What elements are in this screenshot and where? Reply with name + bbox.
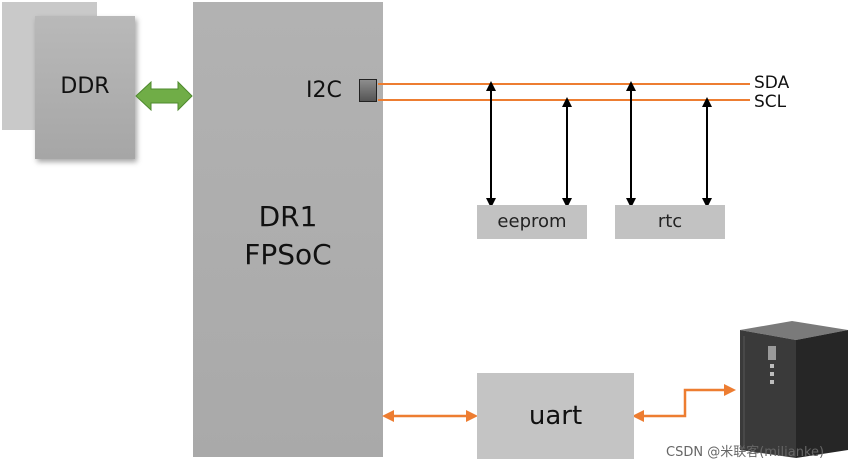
soc-label-line2: FPSoC xyxy=(244,238,332,271)
ddr-link-arrow xyxy=(135,80,193,112)
soc-label: DR1 FPSoC xyxy=(193,198,383,274)
i2c-label: I2C xyxy=(306,78,342,103)
watermark: CSDN @米联客(milianke) xyxy=(666,445,825,460)
uart-block: uart xyxy=(477,373,634,459)
sda-label: SDA xyxy=(754,73,790,93)
rtc-block: rtc xyxy=(615,205,725,239)
uart-pc-arrow xyxy=(632,384,736,422)
eeprom-block: eeprom xyxy=(477,205,587,239)
ddr-block xyxy=(35,16,135,159)
pc-tower-icon xyxy=(740,321,848,458)
i2c-port xyxy=(359,79,377,102)
soc-label-line1: DR1 xyxy=(258,200,318,233)
scl-label: SCL xyxy=(754,92,787,112)
soc-block xyxy=(193,2,383,457)
ddr-label: DDR xyxy=(60,74,110,99)
